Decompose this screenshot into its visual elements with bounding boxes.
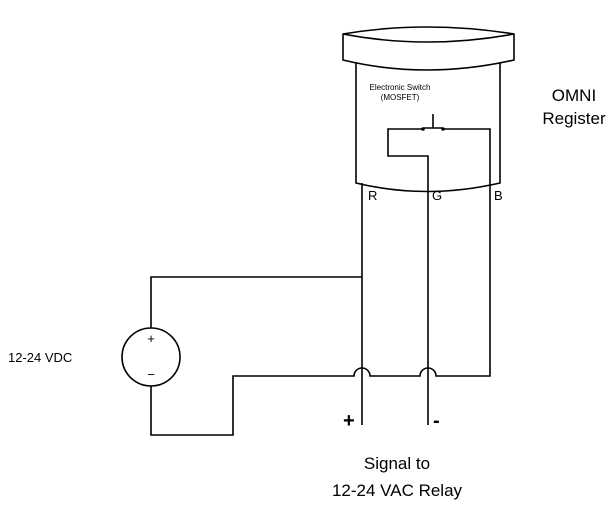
dc-source-symbol [121, 327, 181, 387]
register-cap-rim [342, 33, 515, 43]
register-cap [342, 26, 515, 71]
source-minus-sign: − [147, 367, 155, 382]
wire-label-g: G [432, 188, 442, 203]
internal-wire-b [443, 128, 491, 190]
source-plus-sign: + [147, 331, 155, 346]
dc-source: + − [121, 327, 181, 387]
lead-b [442, 190, 491, 377]
supply-negative-wire [150, 367, 442, 436]
signal-label-line2: 12-24 VAC Relay [332, 481, 463, 500]
internal-wire-g [387, 128, 429, 190]
switch-label-line2: (MOSFET) [381, 93, 420, 102]
signal-label-line1: Signal to [364, 454, 430, 473]
output-minus-sign: - [433, 410, 440, 432]
output-plus-sign: + [343, 410, 355, 432]
wire-label-r: R [368, 188, 377, 203]
register-title-line1: OMNI [552, 86, 596, 105]
source-voltage-label: 12-24 VDC [8, 350, 72, 365]
switch-label-line1: Electronic Switch [370, 83, 431, 92]
register-title-line2: Register [542, 109, 606, 128]
wire-label-b: B [494, 188, 503, 203]
supply-positive-wire [150, 276, 362, 330]
